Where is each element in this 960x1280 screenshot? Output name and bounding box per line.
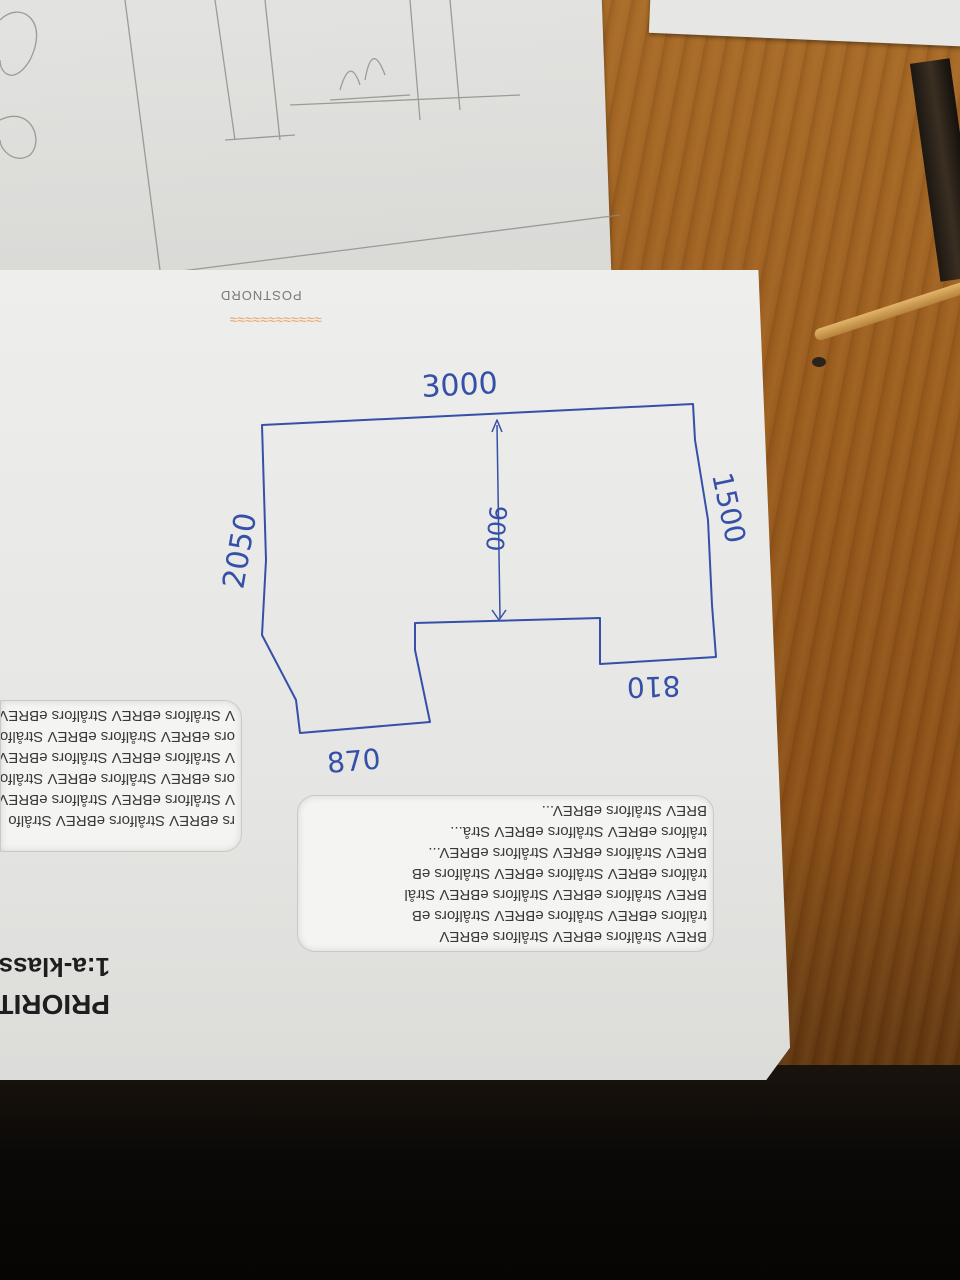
dark-foreground bbox=[0, 1065, 960, 1280]
sketch-swirl bbox=[0, 11, 38, 76]
envelope-window-right: BREV Strålfors eBREV Strålfors eBREV trå… bbox=[297, 795, 714, 952]
sketch-mantel bbox=[289, 94, 521, 106]
dimension-top: 3000 bbox=[421, 366, 499, 405]
sketch-fire bbox=[329, 58, 411, 101]
room-outline bbox=[261, 403, 717, 734]
sketch-horizon bbox=[149, 214, 621, 276]
sketch-swirl-2 bbox=[0, 115, 37, 159]
sketch-pillar-2 bbox=[264, 0, 281, 141]
sketch-base bbox=[224, 134, 296, 141]
dimension-inner: 900 bbox=[480, 504, 512, 552]
inner-arrow-top bbox=[491, 419, 503, 433]
pencil-tip bbox=[812, 357, 826, 367]
dimension-bottom-right: 810 bbox=[626, 669, 681, 704]
dimension-bottom-left: 870 bbox=[326, 742, 382, 780]
sketch-pillar-1 bbox=[214, 0, 236, 141]
inner-dimension-line bbox=[496, 424, 501, 619]
dimension-left: 2050 bbox=[216, 510, 264, 591]
inner-arrow-bottom bbox=[491, 609, 507, 621]
sketch-line bbox=[124, 0, 161, 271]
dimension-right: 1500 bbox=[705, 470, 752, 547]
envelope-window-left: rs eBREV Strålfors eBREV Strålfo V Strål… bbox=[0, 700, 242, 852]
sketch-pillar-4 bbox=[449, 0, 461, 111]
